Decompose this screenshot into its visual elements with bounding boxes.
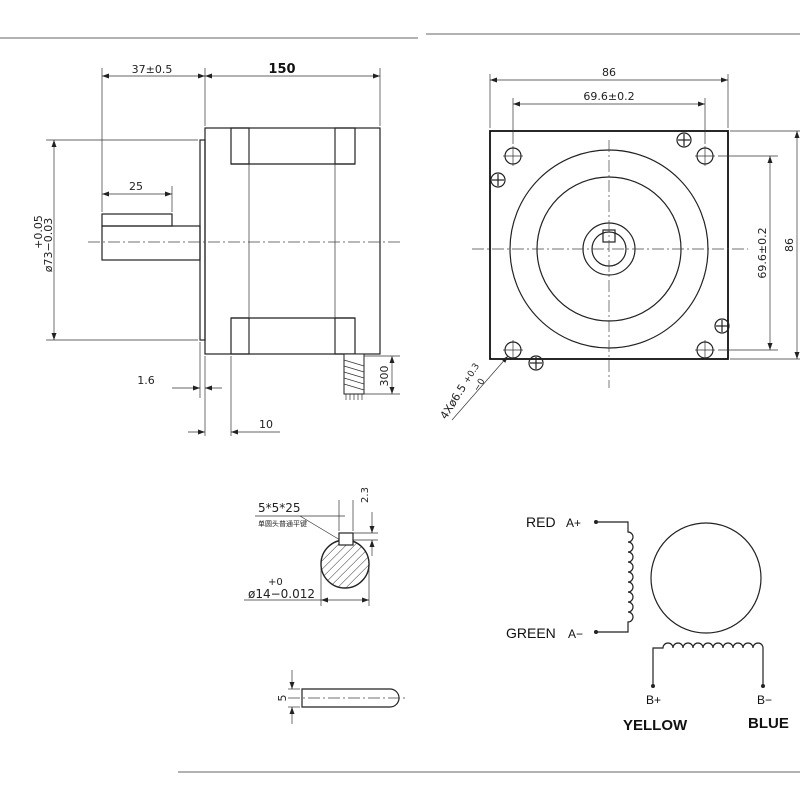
front-view: 86 69.6±0.2 69.6±0.2 86 4Xø6.5 +0.3 −0 [438,66,800,422]
side-view: 37±0.5 150 25 +0.05 ø73−0.03 1.6 10 300 [32,62,400,436]
flange-square [489,130,729,360]
front-end-cap-top [230,127,250,165]
dim-pilot-tol-upper: +0.05 [32,215,45,249]
coil-a [597,521,634,633]
a-plus-label: A+ [566,516,581,530]
key-note: 单圆头普通平键 [258,519,307,528]
b-minus-label: B− [757,693,772,707]
key-spec: 5*5*25 [258,501,301,515]
coil-b [652,642,764,684]
dim-pilot-diameter: ø73−0.03 [42,218,55,272]
rear-end-cap-top [334,127,356,165]
dim-key-depth: 2.3 [360,487,371,503]
a-minus-label: A− [568,627,583,641]
a-minus-color: GREEN [506,625,556,641]
b-minus-terminal [761,684,765,688]
front-end-cap-bottom [230,317,250,355]
flat-key [301,688,400,708]
dim-hole-spacing-vertical: 69.6±0.2 [756,227,769,278]
key-detail: 5 [276,670,405,724]
dim-flange-length: 37±0.5 [132,63,173,76]
shaft-key [101,213,173,227]
a-plus-color: RED [526,514,556,530]
dim-shaft-diameter: ø14−0.012 [248,587,315,601]
b-plus-color: YELLOW [623,717,688,734]
a-minus-terminal [594,630,598,634]
dim-flange-thickness: 10 [259,418,273,431]
a-plus-terminal [594,520,598,524]
dim-lead-length: 300 [378,366,391,387]
shaft-cross-section [320,539,370,589]
b-plus-label: B+ [646,693,661,707]
lead-wires [343,353,365,400]
pilot-boss [199,139,206,341]
b-plus-terminal [651,684,655,688]
dim-front-height: 86 [783,238,796,252]
keyway [338,532,354,546]
shaft-section: 5*5*25 单圆头普通平键 2.3 +0 ø14−0.012 [244,487,378,606]
screws [490,132,730,371]
rear-end-cap-bottom [334,317,356,355]
rotor-symbol [650,522,762,634]
dim-body-length: 150 [268,62,295,77]
dim-mount-holes: 4Xø6.5 [438,382,470,422]
dim-key-width: 5 [276,695,289,702]
motor-shaft [101,225,201,261]
dim-shaft-length: 25 [129,180,143,193]
dim-front-width: 86 [602,66,616,79]
dim-shaft-tol-upper: +0 [268,577,283,588]
frame-lines [0,33,800,773]
wiring-diagram: RED A+ GREEN A− B+ YELLOW B− BLUE [506,514,789,734]
dim-hole-spacing-horizontal: 69.6±0.2 [583,90,634,103]
b-minus-color: BLUE [748,715,789,732]
dim-pilot-depth: 1.6 [137,374,155,387]
